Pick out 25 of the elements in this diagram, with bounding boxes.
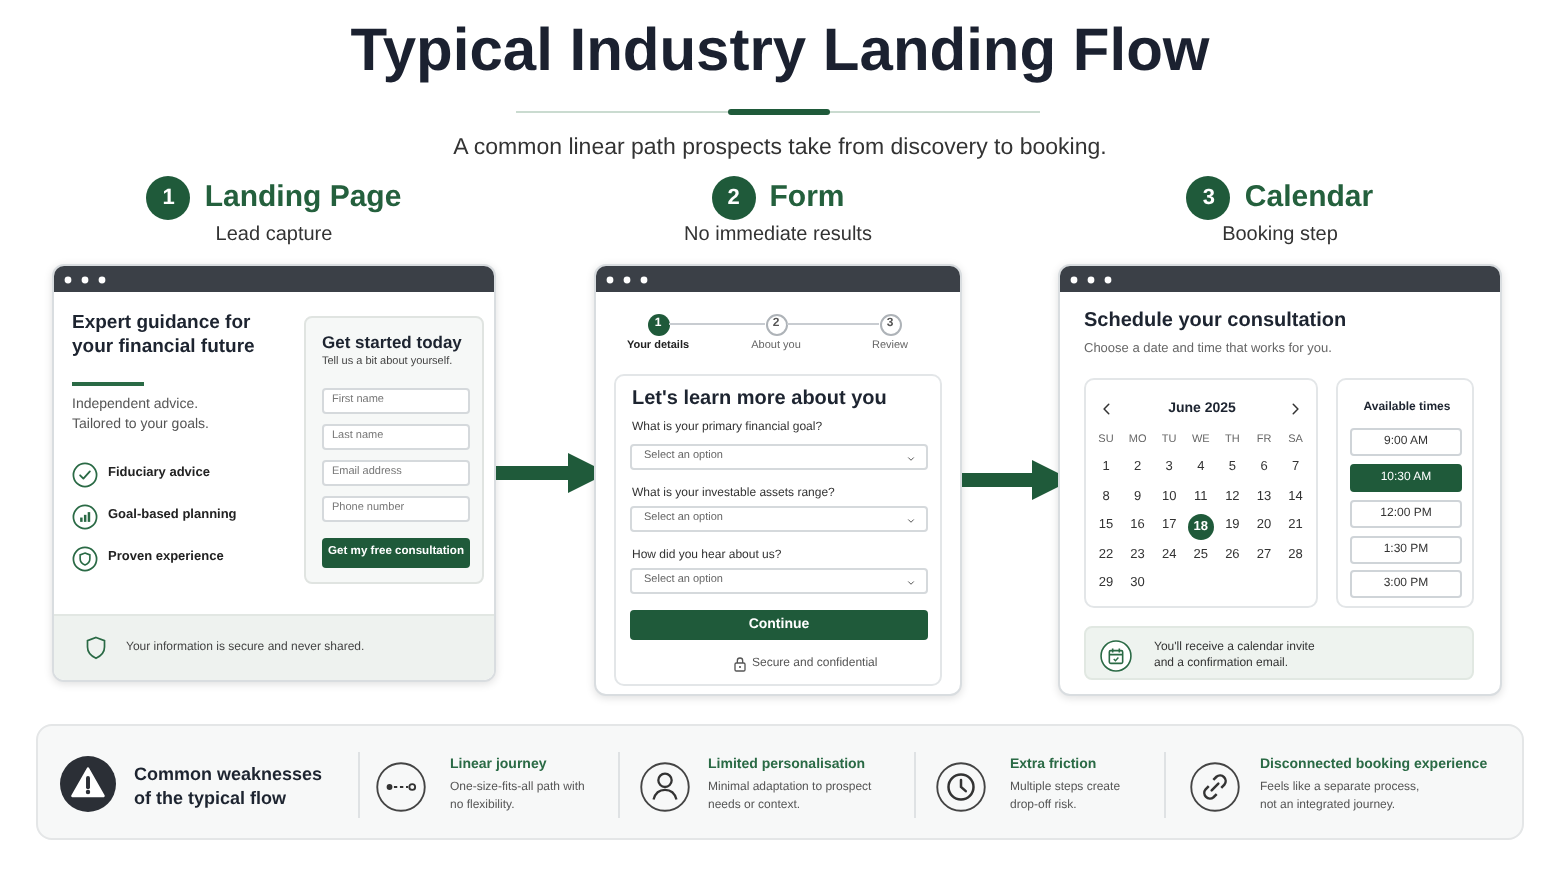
form-heading: Get started today: [322, 332, 464, 352]
info-banner: [1084, 626, 1474, 680]
form-heading: Let's learn more about you: [632, 388, 889, 412]
subtitle: A common linear path prospects take from discovery to booking.: [451, 134, 1109, 162]
calendar-panel: [1084, 378, 1318, 608]
weaknesses-panel: [36, 724, 1524, 840]
connector-line: [668, 323, 766, 325]
section-heading: Schedule your consultation: [1084, 310, 1349, 334]
step-number-badge: 1: [146, 176, 191, 220]
diagram-title: Typical Industry Landing Flow: [348, 16, 1212, 88]
signup-form-card: [304, 316, 484, 584]
form-card: [614, 374, 942, 686]
connector-line: [786, 323, 880, 325]
step-number-badge: 2: [711, 176, 756, 220]
step-number-badge: 3: [1186, 176, 1231, 220]
panel-heading: Common weaknesses of the typical flow: [134, 762, 325, 810]
hero-headline: Expert guidance for your financial future: [72, 312, 257, 360]
step-subtitle: Lead capture: [213, 224, 335, 248]
time-slots-panel: [1336, 378, 1474, 608]
step-heading: Form: [769, 180, 845, 216]
security-notice-bar: [54, 614, 494, 680]
step-subtitle: Booking step: [1220, 224, 1340, 248]
step-subtitle: No immediate results: [682, 224, 874, 248]
step-heading: Calendar: [1244, 180, 1374, 216]
step-heading: Landing Page: [204, 180, 402, 216]
